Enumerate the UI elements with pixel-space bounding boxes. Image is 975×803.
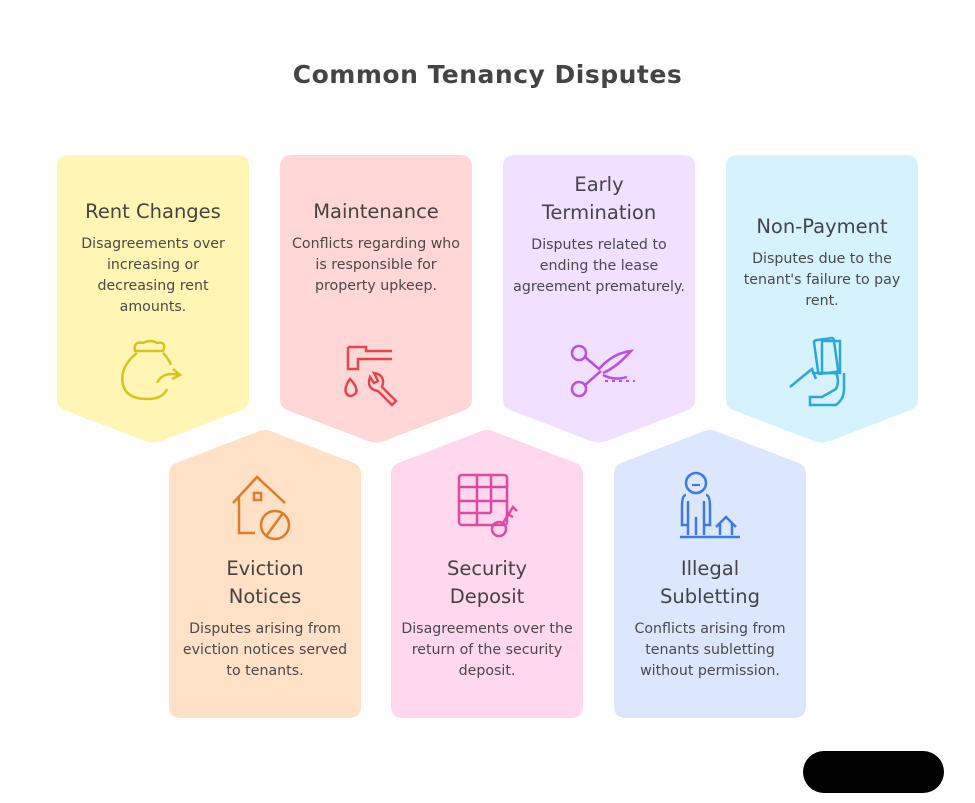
card-illegal-subletting: Illegal Subletting Conflicts arising fro… bbox=[614, 429, 806, 719]
card-shape bbox=[726, 155, 918, 443]
card-description: Disputes due to the tenant's failure to … bbox=[743, 251, 901, 309]
card-description: Disagreements over increasing or decreas… bbox=[81, 236, 225, 315]
money-bag-arrow-icon bbox=[121, 339, 183, 401]
card-title: Illegal Subletting bbox=[660, 557, 760, 608]
card-rent-changes: Rent Changes Disagreements over increasi… bbox=[57, 155, 249, 444]
card-description: Disputes related to ending the lease agr… bbox=[513, 237, 685, 295]
card-shape bbox=[280, 155, 472, 443]
page-title: Common Tenancy Disputes bbox=[292, 60, 683, 89]
card-shape bbox=[169, 430, 361, 718]
hand-money-icon bbox=[789, 336, 846, 407]
card-shape bbox=[391, 430, 583, 718]
faucet-wrench-icon bbox=[344, 345, 398, 407]
scissors-icon bbox=[570, 344, 635, 398]
card-description: Disputes arising from eviction notices s… bbox=[182, 621, 348, 679]
house-forbidden-icon bbox=[232, 475, 291, 541]
card-shape bbox=[503, 155, 695, 443]
card-shape bbox=[57, 155, 249, 443]
card-title: Eviction Notices bbox=[226, 557, 304, 608]
card-description: Conflicts arising from tenants sublettin… bbox=[634, 621, 786, 679]
card-security-deposit: Security Deposit Disagreements over the … bbox=[391, 429, 583, 719]
person-house-icon bbox=[680, 471, 740, 539]
ledger-key-icon bbox=[457, 473, 518, 538]
redaction-mark bbox=[803, 751, 944, 793]
card-description: Conflicts regarding who is responsible f… bbox=[292, 236, 460, 294]
card-maintenance: Maintenance Conflicts regarding who is r… bbox=[280, 155, 472, 444]
card-shape bbox=[614, 430, 806, 718]
card-eviction-notices: Eviction Notices Disputes arising from e… bbox=[169, 429, 361, 719]
card-title: Security Deposit bbox=[446, 557, 528, 608]
card-non-payment: Non-Payment Disputes due to the tenant's… bbox=[726, 155, 918, 444]
card-title: Early Termination bbox=[541, 173, 657, 224]
card-title: Maintenance bbox=[313, 200, 439, 223]
card-title: Rent Changes bbox=[85, 200, 221, 223]
card-description: Disagreements over the return of the sec… bbox=[401, 621, 573, 679]
card-early-termination: Early Termination Disputes related to en… bbox=[503, 155, 695, 444]
card-title: Non-Payment bbox=[756, 215, 888, 238]
